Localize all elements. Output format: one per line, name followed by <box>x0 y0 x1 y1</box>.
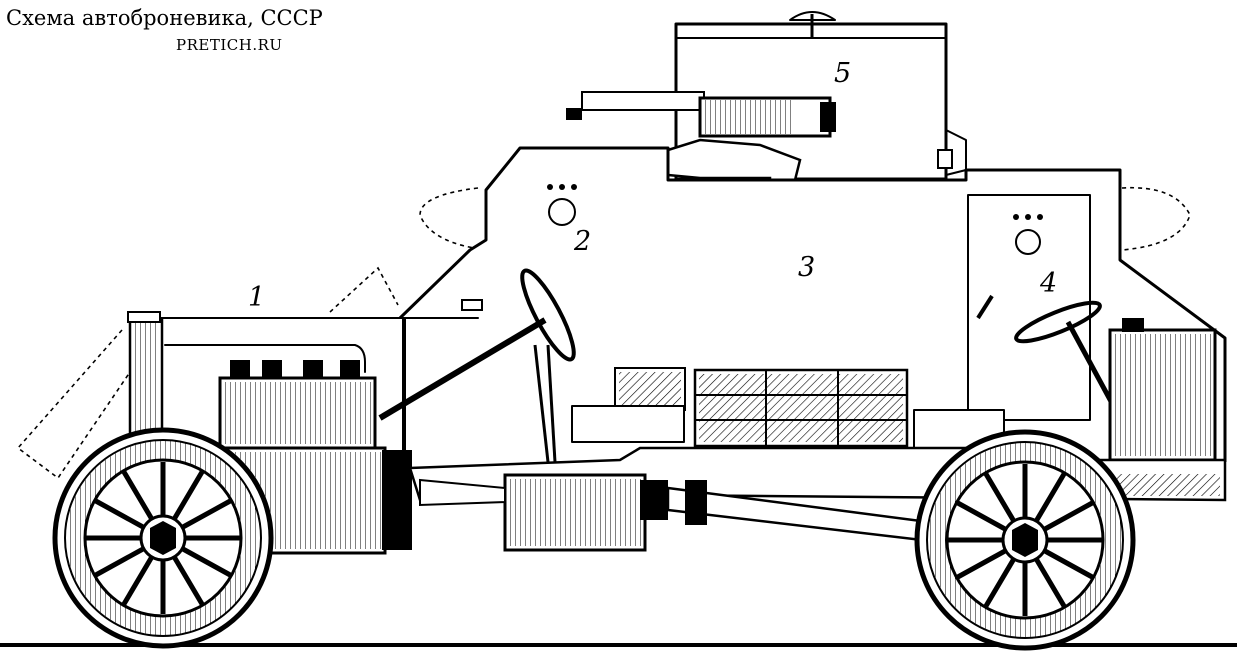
source-label: PRETICH.RU <box>176 36 283 54</box>
callout-1: 1 <box>248 282 265 313</box>
rear-door <box>967 194 1091 421</box>
gearbox <box>503 473 668 552</box>
machine-gun <box>566 91 836 202</box>
front-wheel <box>52 427 274 649</box>
hull <box>398 146 1227 462</box>
engine-block <box>164 344 412 555</box>
diagram-title: Схема автоброневика, СССР <box>6 6 323 30</box>
vision-port-front <box>547 184 577 226</box>
rear-wheel <box>914 429 1136 651</box>
callout-5: 5 <box>834 58 851 89</box>
fuel-tank <box>1108 318 1217 462</box>
callout-4: 4 <box>1039 268 1057 299</box>
callout-2: 2 <box>573 226 591 257</box>
engine-hood <box>129 266 483 460</box>
ammo-boxes <box>571 367 1005 449</box>
drive-shaft <box>419 478 992 550</box>
steering-wheel-front <box>378 268 576 463</box>
callout-3: 3 <box>798 252 815 283</box>
